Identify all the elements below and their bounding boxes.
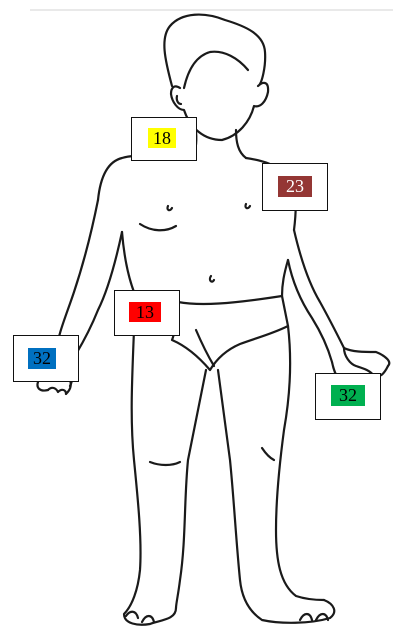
- pec-left: [140, 224, 176, 230]
- label-value-right-hip: 13: [136, 302, 154, 322]
- knee-left: [150, 462, 180, 465]
- shoulder-left: [98, 156, 190, 200]
- label-chip-right-hip: 13: [129, 302, 161, 322]
- foot-left-toes: [126, 612, 154, 622]
- leg-left-inner: [176, 370, 206, 608]
- label-chip-left-chest: 23: [278, 176, 312, 197]
- briefs-inner: [196, 330, 214, 366]
- label-box-left-chest: 23: [262, 163, 328, 211]
- label-value-left-chest: 23: [286, 176, 304, 196]
- label-chip-neck: 18: [148, 128, 176, 148]
- label-box-left-hand: 32: [315, 373, 381, 420]
- label-chip-left-hand: 32: [331, 385, 365, 406]
- briefs-outline: [172, 296, 288, 370]
- ear-right: [177, 96, 181, 104]
- nipple-left: [167, 206, 172, 210]
- label-box-neck: 18: [131, 117, 197, 161]
- label-value-left-hand: 32: [339, 385, 357, 405]
- torso-right: [282, 260, 288, 296]
- briefs-waistband: [178, 296, 282, 304]
- hand-left-fingers: [48, 380, 71, 394]
- hairline: [184, 52, 248, 88]
- label-box-right-hand: 32: [13, 335, 79, 382]
- label-box-right-hip: 13: [114, 290, 180, 336]
- knee-right: [262, 448, 274, 460]
- arm-right-inner: [288, 260, 342, 384]
- label-value-right-hand: 32: [33, 348, 51, 368]
- label-value-neck: 18: [153, 128, 171, 148]
- leg-left-outer: [124, 330, 176, 625]
- navel: [210, 276, 214, 282]
- neck-right: [236, 130, 246, 158]
- leg-right-outer: [276, 326, 324, 600]
- arm-right-outer: [294, 230, 389, 366]
- nipple-right: [245, 204, 250, 208]
- label-chip-right-hand: 32: [28, 348, 56, 369]
